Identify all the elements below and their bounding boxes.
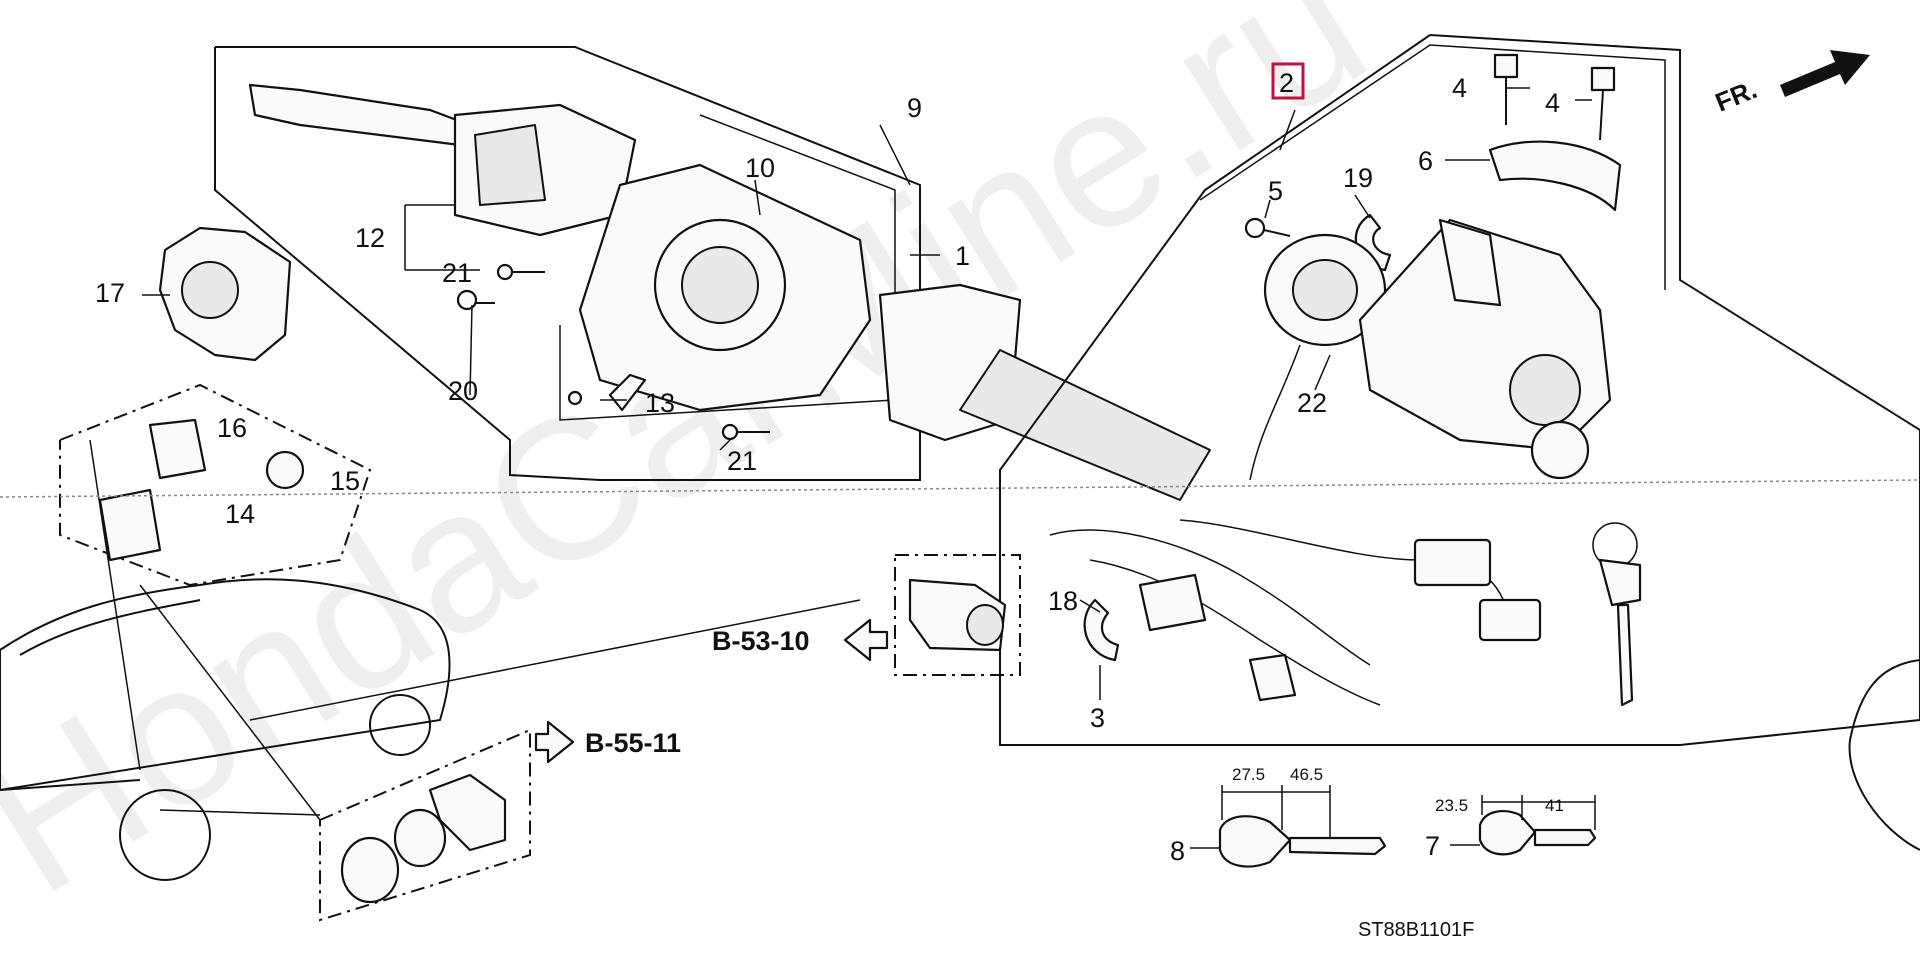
part-14-shape: [98, 418, 305, 562]
callout-9: 9: [907, 93, 922, 123]
callout-8: 8: [1170, 836, 1185, 866]
steering-lock-body: [1358, 218, 1612, 480]
box-key-cylinder-trunk: [319, 728, 531, 922]
callout-22: 22: [1297, 388, 1327, 418]
leader-lines: [89, 87, 1592, 821]
callout-21-top: 21: [442, 258, 472, 288]
ref-b5310: B-53-10: [712, 626, 810, 656]
front-direction-indicator: FR.: [1711, 50, 1870, 118]
combination-switch-part: [248, 83, 637, 237]
bolt-4-left: [1493, 53, 1519, 125]
wire-harness-3: [1049, 519, 1542, 706]
callout-10: 10: [745, 153, 775, 183]
torn-edge-divider: [0, 479, 1920, 498]
key-cylinder-b5511: [340, 773, 507, 904]
key-cylinder-b5310: [908, 578, 1007, 652]
car-outline-right: [1848, 659, 1920, 851]
part-17-shape: [158, 226, 292, 362]
assembly-box-2: [999, 34, 1920, 746]
screw-5: [1244, 217, 1291, 239]
ref-b5511: B-55-11: [585, 728, 681, 758]
key-ring-keys: [1592, 522, 1642, 707]
dim-key8-right: 46.5: [1290, 765, 1323, 784]
key-8: [1190, 785, 1387, 868]
bracket-13: [567, 373, 647, 412]
callout-3: 3: [1090, 703, 1105, 733]
fr-label: FR.: [1711, 74, 1761, 118]
arrow-b5310: [843, 618, 889, 662]
assembly-box-9: [214, 46, 921, 481]
clamp-18: [1083, 598, 1120, 662]
part-2-highlight: [1271, 62, 1305, 100]
callout-17: 17: [95, 278, 125, 308]
dim-key8-left: 27.5: [1232, 765, 1265, 784]
clamp-6: [1488, 140, 1622, 212]
callout-18: 18: [1048, 586, 1078, 616]
callout-5: 5: [1268, 176, 1283, 206]
box-key-cylinder-door: [894, 554, 1021, 676]
callout-7: 7: [1425, 831, 1440, 861]
callout-4-right: 4: [1545, 88, 1560, 118]
bolt-20: [456, 289, 495, 311]
ignition-switch-22: [1249, 233, 1387, 481]
arrow-b5511: [534, 720, 575, 764]
callout-13: 13: [645, 388, 675, 418]
callout-20: 20: [448, 376, 478, 406]
box-14-15: [59, 383, 372, 587]
car-outline-left: [0, 578, 451, 881]
callout-4-left: 4: [1452, 73, 1467, 103]
callout-16: 16: [217, 413, 247, 443]
callout-19: 19: [1343, 163, 1373, 193]
bolt-21-bottom: [721, 423, 770, 441]
bolt-21-top: [496, 263, 545, 281]
callout-1: 1: [955, 241, 970, 271]
box-2-border-inner: [1199, 44, 1666, 290]
callout-2: 2: [1279, 68, 1294, 98]
callout-15: 15: [330, 466, 360, 496]
dim-key7-right: 41: [1545, 796, 1564, 815]
callout-14: 14: [225, 499, 255, 529]
callout-12: 12: [355, 223, 385, 253]
callout-21-bottom: 21: [727, 446, 757, 476]
callout-6: 6: [1418, 146, 1433, 176]
key-7: [1450, 795, 1597, 856]
bolt-4-right: [1590, 66, 1616, 141]
cable-reel-part: [578, 163, 1211, 501]
diagram-code: ST88B1101F: [1358, 919, 1474, 941]
dim-key7-left: 23.5: [1435, 796, 1468, 815]
